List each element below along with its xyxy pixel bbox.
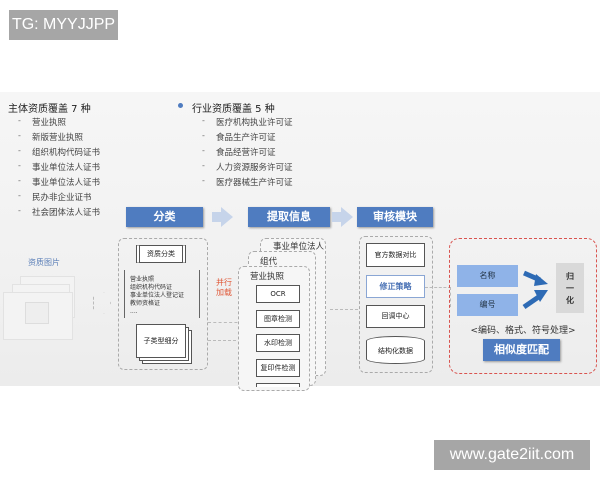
type-list-item: 营业执照 <box>130 276 155 283</box>
list-item: 民办非企业证书 <box>32 193 92 203</box>
official-data-compare: 官方数据对比 <box>366 243 425 267</box>
left-list-title: 主体资质覆盖 7 种 <box>8 104 91 115</box>
arrow-icon <box>221 207 233 227</box>
list-item: 人力资源服务许可证 <box>216 163 293 173</box>
list-dash: - <box>18 206 21 215</box>
list-item: 组织机构代码证书 <box>32 148 101 158</box>
connector <box>425 287 451 307</box>
extract-stack-title: 营业执照 <box>250 272 285 282</box>
name-field: 名称 <box>457 265 518 287</box>
extract-step: 图章检测 <box>256 309 300 328</box>
list-dash: - <box>18 161 21 170</box>
char: 归 <box>566 272 574 281</box>
classify-container <box>118 238 208 370</box>
list-dash: - <box>18 176 21 185</box>
arrow-icon <box>341 207 353 227</box>
code-field: 编号 <box>457 294 518 316</box>
list-item: 营业执照 <box>32 118 67 128</box>
type-list-item: 组织机构代码证 <box>130 284 173 291</box>
load-text: 加载 <box>216 288 232 297</box>
parallel-text: 并行 <box>216 278 232 287</box>
extract-step: 水印检测 <box>256 334 300 352</box>
list-item: 事业单位法人证书 <box>32 163 101 173</box>
type-list-item: 教师资格证 <box>130 300 161 307</box>
extract-step-more <box>256 383 300 387</box>
type-list-bracket <box>124 270 200 318</box>
list-dash: - <box>202 116 205 125</box>
merge-arrows-icon <box>522 270 548 310</box>
right-list-title: 行业资质覆盖 5 种 <box>192 104 275 115</box>
connector <box>208 340 256 341</box>
char: 一 <box>566 284 574 293</box>
list-item: 食品经营许可证 <box>216 148 276 158</box>
parallel-load-label: 并行加载 <box>216 278 232 298</box>
list-dash: - <box>18 131 21 140</box>
image-icon <box>25 302 49 324</box>
list-dash: - <box>202 161 205 170</box>
type-list-item: 事业单位法人登记证 <box>130 292 185 299</box>
normalize-result: 归一化 <box>556 263 584 313</box>
stage-audit: 审核模块 <box>357 207 433 227</box>
type-list-item: .... <box>130 308 138 315</box>
list-dash: - <box>18 146 21 155</box>
stage-extract: 提取信息 <box>248 207 330 227</box>
watermark-top: TG: MYYJJPP <box>9 10 118 40</box>
list-item: 食品生产许可证 <box>216 133 276 143</box>
extract-stack-title: 组代 <box>260 257 278 267</box>
correction-strategy: 修正策略 <box>366 275 425 298</box>
list-dash: - <box>202 176 205 185</box>
image-label: 资质图片 <box>28 258 60 267</box>
list-item: 事业单位法人证书 <box>32 178 101 188</box>
extract-step: 复印件检测 <box>256 358 300 377</box>
char: 化 <box>566 296 574 305</box>
bullet-icon <box>178 103 183 108</box>
structured-data-db: 结构化数据 <box>366 336 425 364</box>
extract-step: OCR <box>256 285 300 303</box>
qualification-classify-box: 资质分类 <box>136 245 186 263</box>
list-dash: - <box>18 191 21 200</box>
normalize-container <box>449 238 597 374</box>
connector <box>208 322 248 323</box>
subtype-box: 子类型细分 <box>136 324 186 358</box>
audit-container <box>359 236 433 373</box>
list-dash: - <box>202 131 205 140</box>
arrow-icon <box>212 212 222 222</box>
callback-center: 回调中心 <box>366 305 425 328</box>
similarity-match: 相似度匹配 <box>483 339 560 361</box>
arrow-icon <box>332 212 342 222</box>
list-item: 新版营业执照 <box>32 133 84 143</box>
list-dash: - <box>18 116 21 125</box>
list-dash: - <box>202 146 205 155</box>
list-item: 社会团体法人证书 <box>32 208 101 218</box>
list-item: 医疗器械生产许可证 <box>216 178 293 188</box>
extract-stack-title: 事业单位法人 <box>273 242 325 252</box>
list-item: 医疗机构执业许可证 <box>216 118 293 128</box>
processing-note: <编码、格式、符号处理> <box>470 326 576 336</box>
watermark-bottom: www.gate2iit.com <box>434 440 590 470</box>
connector <box>330 309 358 310</box>
stage-classify: 分类 <box>126 207 203 227</box>
